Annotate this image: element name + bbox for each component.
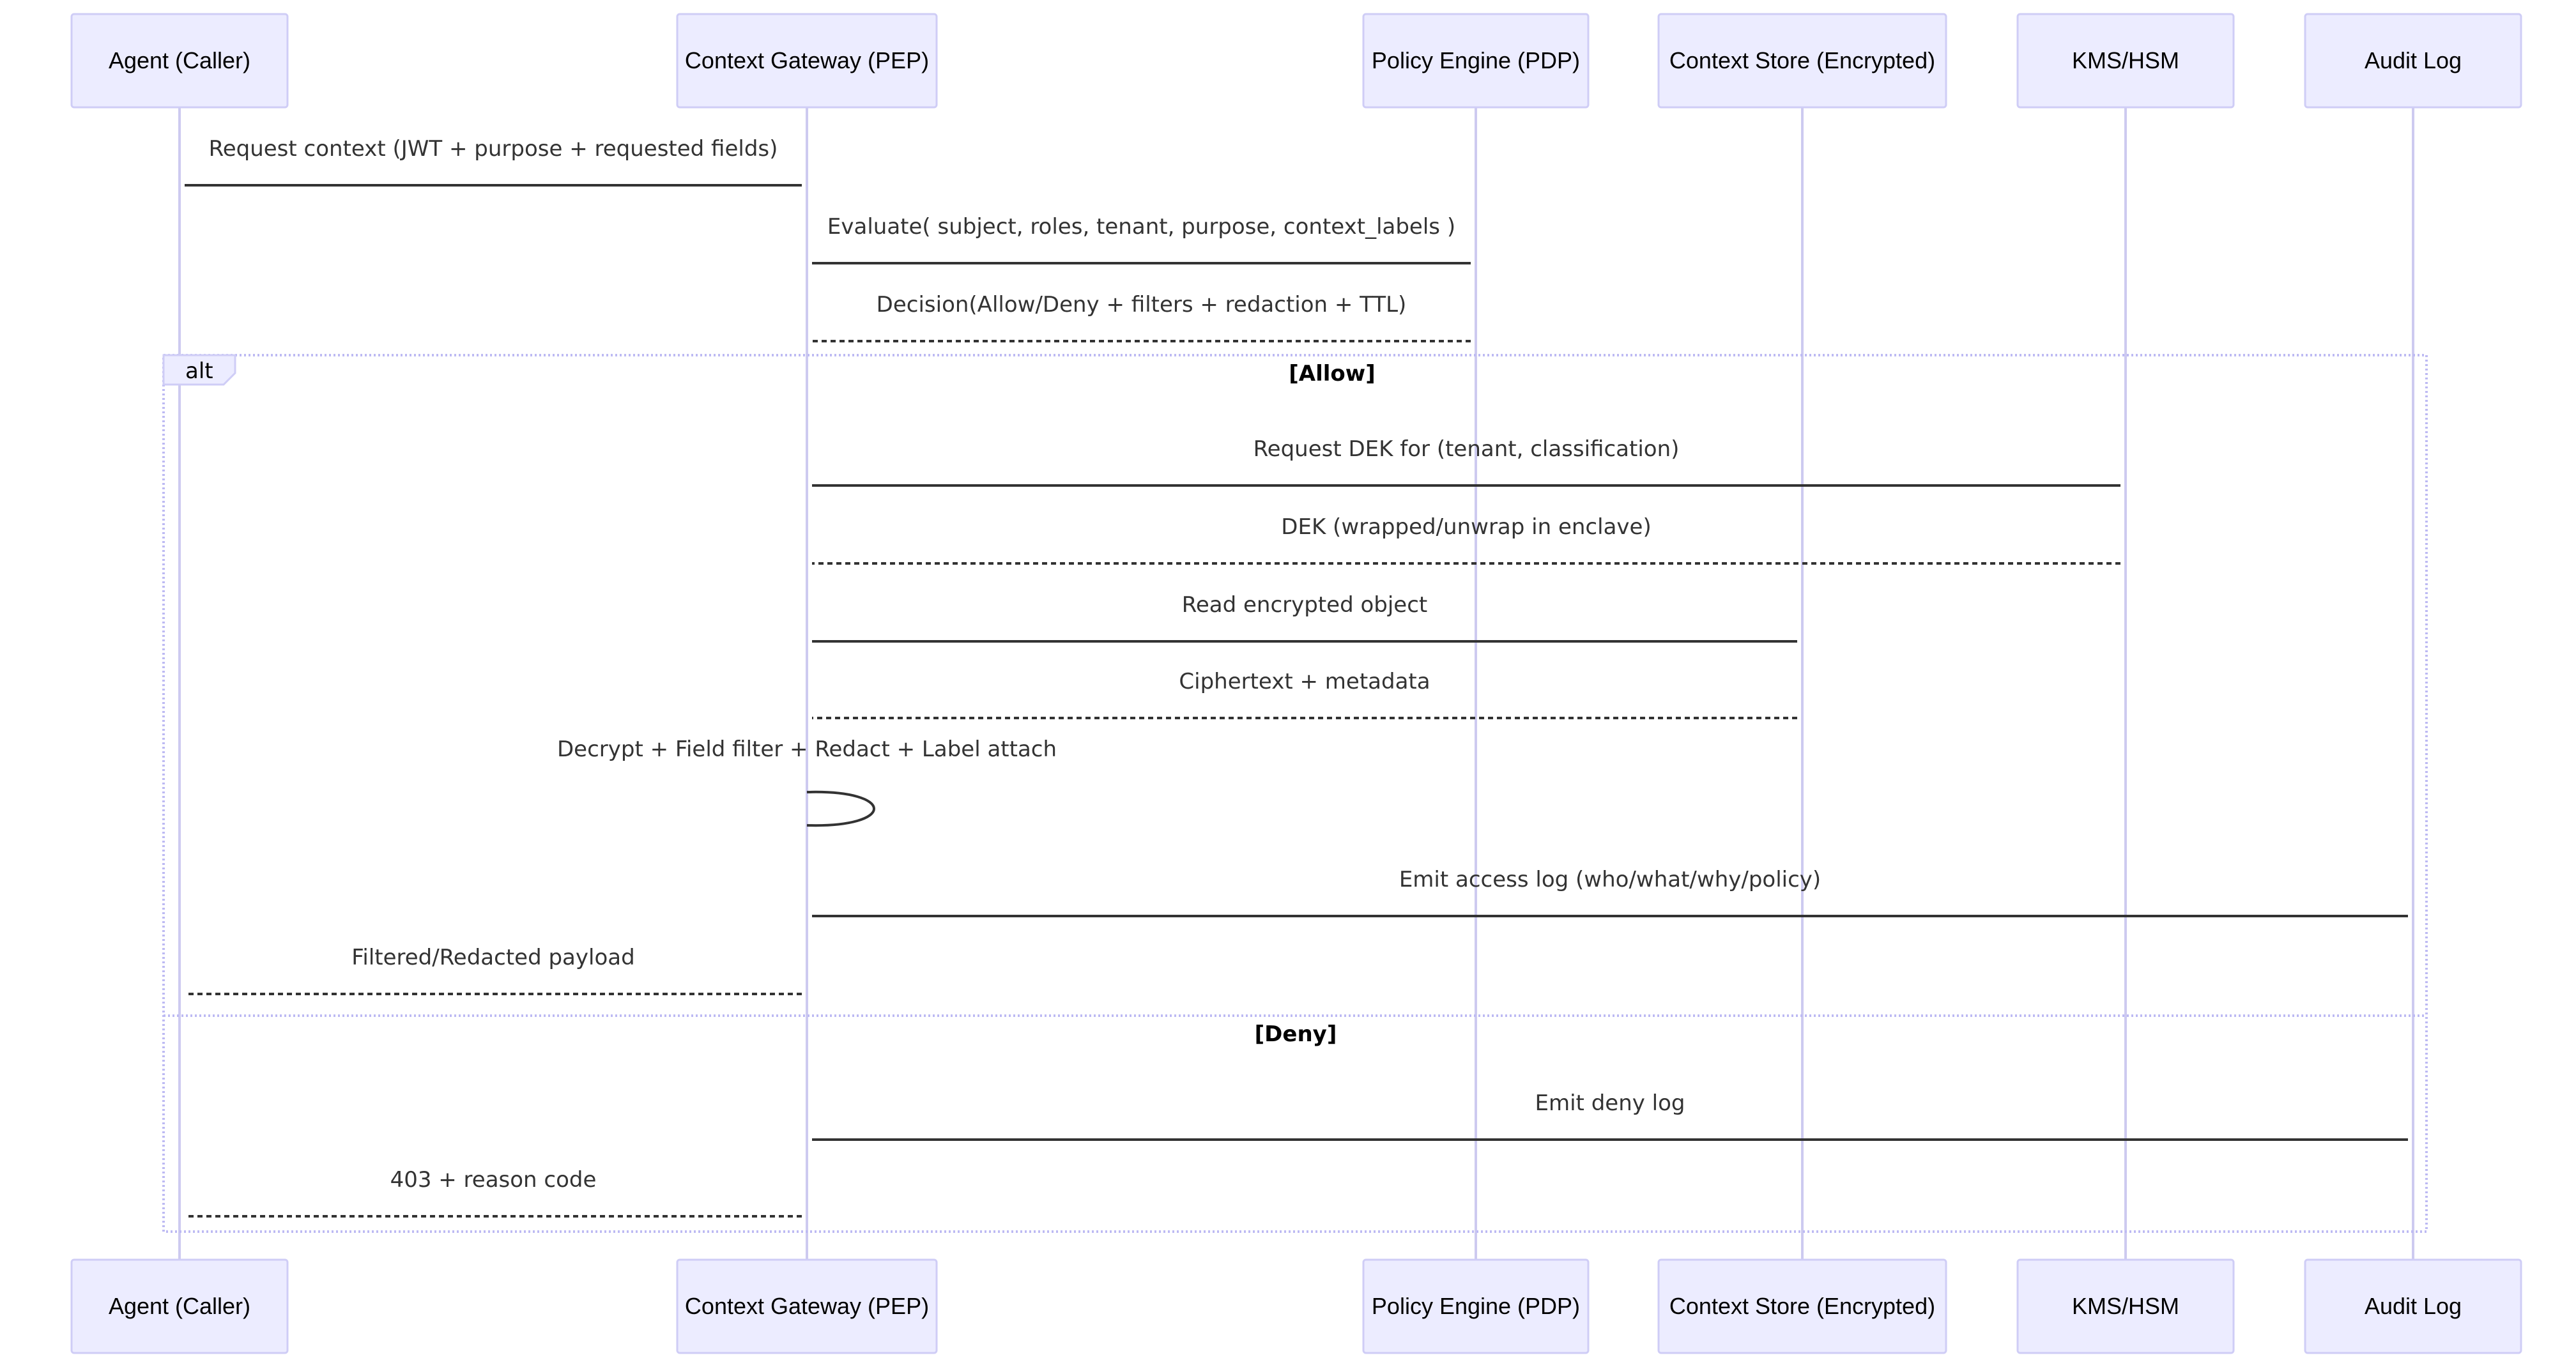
actor-label: Agent (Caller) <box>109 1293 250 1319</box>
message-9: Emit access log (who/what/why/policy) <box>812 867 2408 917</box>
message-label: DEK (wrapped/unwrap in enclave) <box>1281 514 1651 540</box>
message-10: Filtered/Redacted payload <box>185 945 802 995</box>
actor-gateway-bottom: Context Gateway (PEP) <box>676 1258 938 1354</box>
message-label: Decision(Allow/Deny + filters + redactio… <box>877 292 1407 317</box>
message-label: Evaluate( subject, roles, tenant, purpos… <box>827 214 1455 240</box>
actor-agent-bottom: Agent (Caller) <box>70 1258 289 1354</box>
actor-box <box>676 1258 938 1354</box>
actor-audit-bottom: Audit Log <box>2304 1258 2522 1354</box>
actor-gateway-top: Context Gateway (PEP) <box>676 13 938 109</box>
actor-audit-top: Audit Log <box>2304 13 2522 109</box>
actor-label: Audit Log <box>2365 1293 2462 1319</box>
message-7: Ciphertext + metadata <box>812 669 1797 719</box>
message-4: Request DEK for (tenant, classification) <box>812 436 2120 487</box>
actor-label: Policy Engine (PDP) <box>1372 1293 1580 1319</box>
actor-label: Context Gateway (PEP) <box>685 47 929 73</box>
message-8: Decrypt + Field filter + Redact + Label … <box>557 737 1057 827</box>
message-label: Filtered/Redacted payload <box>351 945 634 970</box>
actors-bottom: Agent (Caller) Context Gateway (PEP) Polic… <box>70 1258 2522 1354</box>
message-label: Request DEK for (tenant, classification) <box>1254 436 1680 462</box>
message-12: 403 + reason code <box>185 1167 802 1218</box>
actor-box <box>2016 13 2235 109</box>
message-label: 403 + reason code <box>390 1167 597 1193</box>
actor-kms-top: KMS/HSM <box>2016 13 2235 109</box>
message-3: Decision(Allow/Deny + filters + redactio… <box>812 292 1471 342</box>
actor-label: KMS/HSM <box>2072 1293 2179 1319</box>
actor-box <box>1657 13 1947 109</box>
message-label: Emit deny log <box>1535 1090 1685 1116</box>
message-label: Read encrypted object <box>1182 592 1428 618</box>
actor-pdp-bottom: Policy Engine (PDP) <box>1362 1258 1590 1354</box>
lifelines <box>178 107 2414 1260</box>
message-label: Emit access log (who/what/why/policy) <box>1399 867 1821 892</box>
actor-label: Audit Log <box>2365 47 2462 73</box>
alt-condition-deny: [Deny] <box>1255 1021 1337 1047</box>
actor-store-top: Context Store (Encrypted) <box>1657 13 1947 109</box>
actor-box <box>70 1258 289 1354</box>
message-label: Request context (JWT + purpose + request… <box>209 136 778 162</box>
actor-label: Policy Engine (PDP) <box>1372 47 1580 73</box>
alt-frame-border <box>162 354 2428 1233</box>
actor-label: Context Gateway (PEP) <box>685 1293 929 1319</box>
actor-box <box>1362 1258 1590 1354</box>
alt-condition-allow: [Allow] <box>1289 361 1375 386</box>
message-label: Ciphertext + metadata <box>1179 669 1430 694</box>
message-1: Request context (JWT + purpose + request… <box>185 136 802 187</box>
actor-label: KMS/HSM <box>2072 47 2179 73</box>
actor-store-bottom: Context Store (Encrypted) <box>1657 1258 1947 1354</box>
actor-box <box>2304 13 2522 109</box>
actor-agent-top: Agent (Caller) <box>70 13 289 109</box>
actor-label: Agent (Caller) <box>109 47 250 73</box>
actor-label: Context Store (Encrypted) <box>1669 47 1935 73</box>
message-11: Emit deny log <box>812 1090 2408 1141</box>
actor-kms-bottom: KMS/HSM <box>2016 1258 2235 1354</box>
actors-top: Agent (Caller) Context Gateway (PEP) Polic… <box>70 13 2522 109</box>
actor-box <box>1362 13 1590 109</box>
message-label: Decrypt + Field filter + Redact + Label … <box>557 737 1057 762</box>
message-5: DEK (wrapped/unwrap in enclave) <box>812 514 2120 565</box>
alt-frame: alt [Allow] [Deny] <box>162 354 2428 1233</box>
alt-label: alt <box>185 358 213 384</box>
actor-box <box>2304 1258 2522 1354</box>
message-2: Evaluate( subject, roles, tenant, purpos… <box>812 214 1471 264</box>
actor-box <box>676 13 938 109</box>
actor-box <box>1657 1258 1947 1354</box>
self-message-loop <box>806 790 875 827</box>
actor-box <box>2016 1258 2235 1354</box>
alt-tag <box>162 354 236 386</box>
actor-label: Context Store (Encrypted) <box>1669 1293 1935 1319</box>
message-6: Read encrypted object <box>812 592 1797 643</box>
actor-pdp-top: Policy Engine (PDP) <box>1362 13 1590 109</box>
actor-box <box>70 13 289 109</box>
messages: Request context (JWT + purpose + request… <box>185 136 2408 1218</box>
